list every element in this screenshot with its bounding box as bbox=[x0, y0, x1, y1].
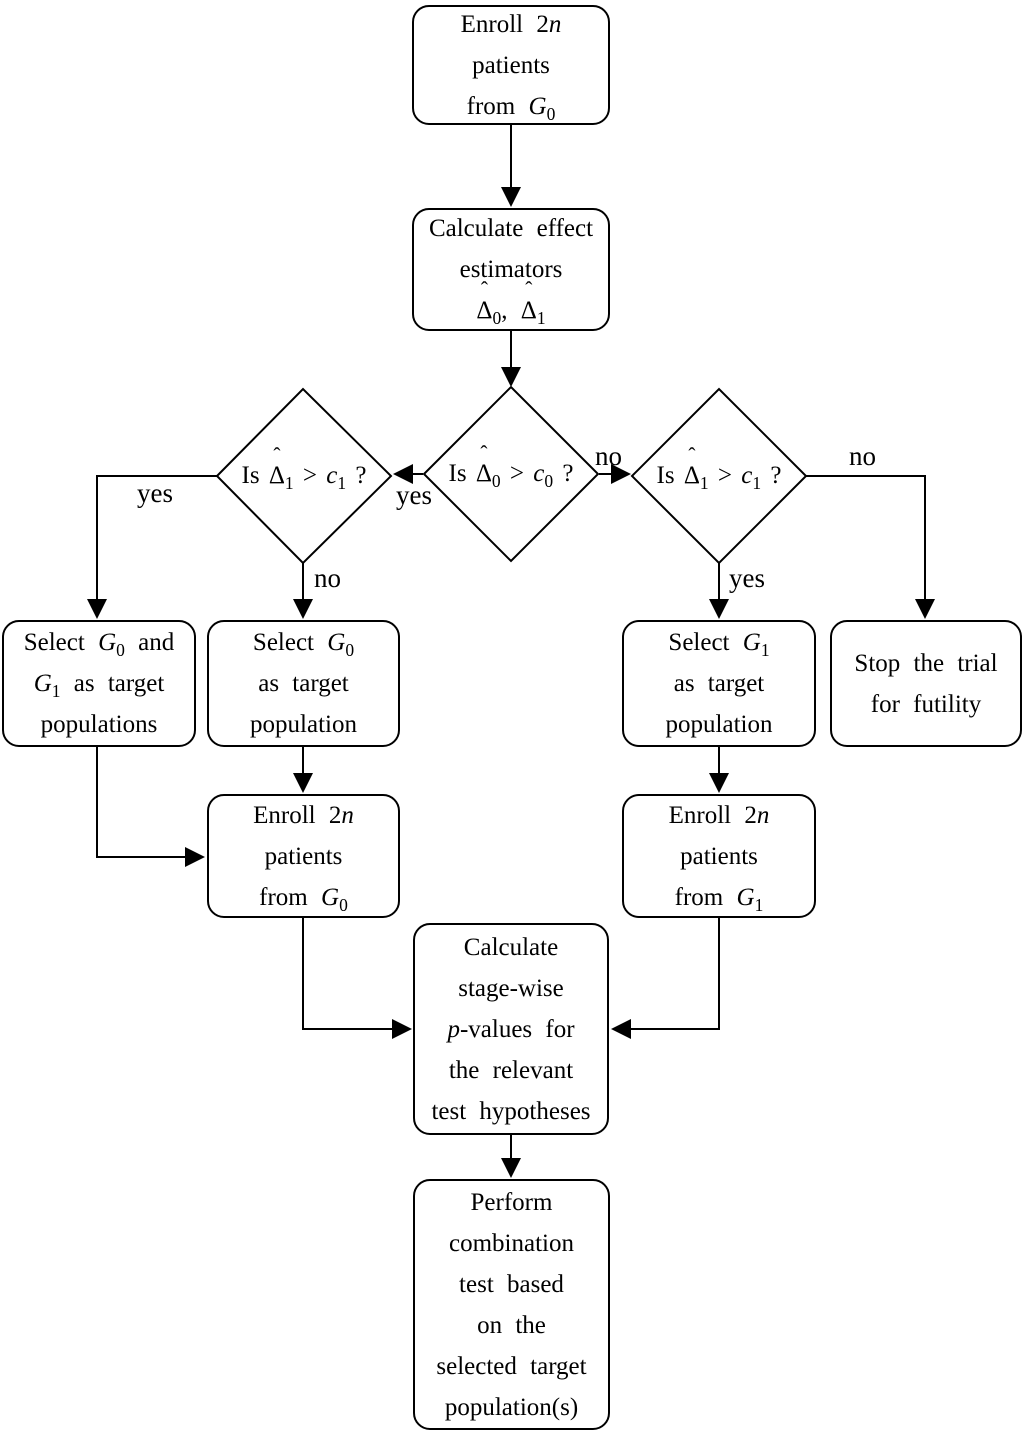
edge-left-yes-to-select-both bbox=[87, 475, 217, 619]
decision-diamond-left bbox=[215, 387, 393, 565]
edge-label-yes-right-diamond: yes bbox=[729, 563, 765, 593]
edge-label-yes-left: yes bbox=[137, 478, 173, 508]
edge-enroll-g1-to-calc-pvalues bbox=[611, 918, 720, 1039]
decision-diamond-right bbox=[630, 387, 808, 565]
edge-label-no-center: no bbox=[595, 441, 622, 471]
edge-enroll-g0-to-calc-pvalues bbox=[302, 918, 412, 1039]
edge-label-no-far-right: no bbox=[849, 441, 876, 471]
edge-right-no-to-stop bbox=[806, 475, 935, 619]
edge-select-both-to-enroll-g0 bbox=[96, 747, 205, 867]
edge-label-no-left-diamond: no bbox=[314, 563, 341, 593]
edge-label-yes-center: yes bbox=[396, 480, 432, 510]
decision-diamond-center bbox=[422, 385, 600, 563]
